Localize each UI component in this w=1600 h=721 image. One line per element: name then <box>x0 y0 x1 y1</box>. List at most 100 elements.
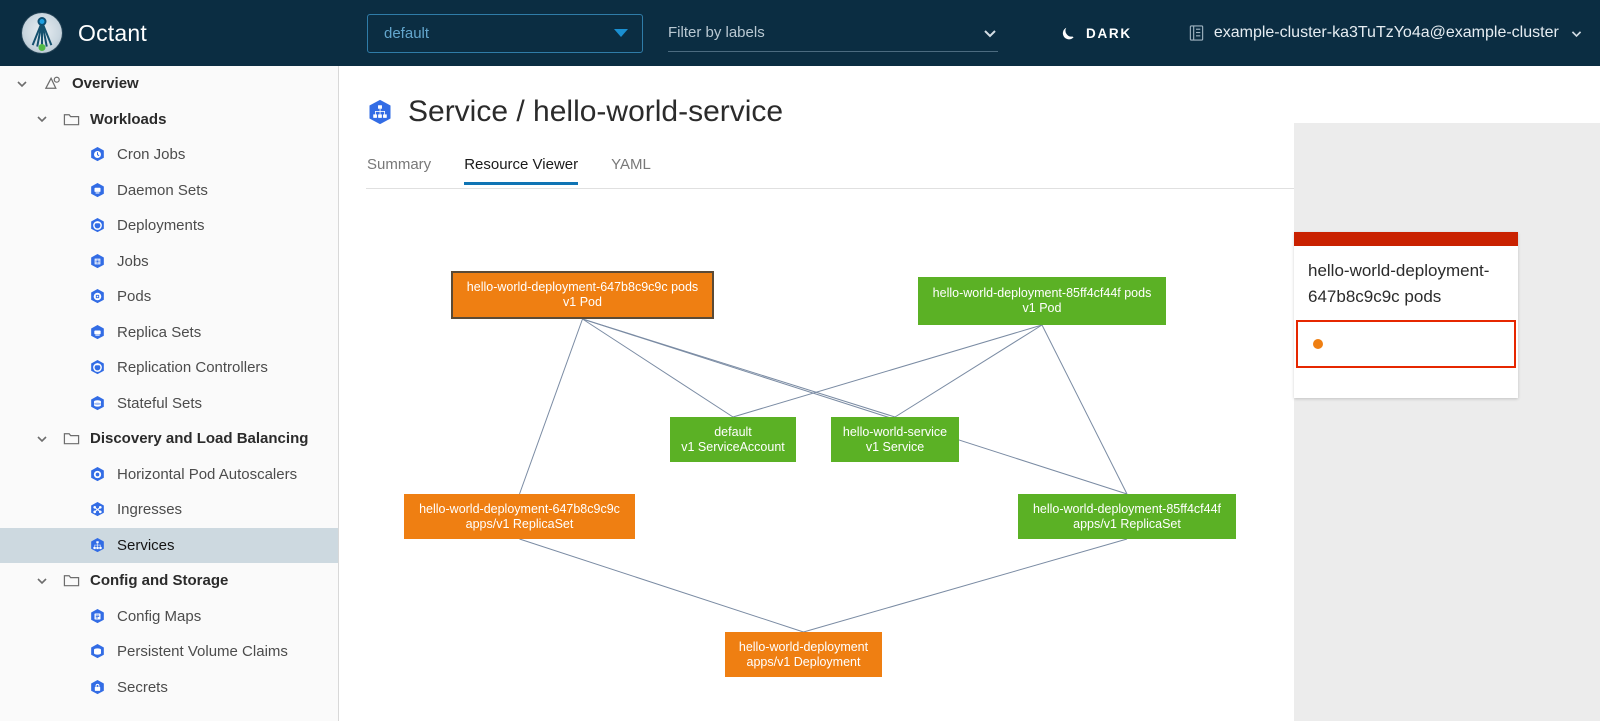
label-filter-placeholder: Filter by labels <box>668 24 765 41</box>
folder-icon <box>63 575 80 587</box>
graph-node-kind: v1 Pod <box>563 295 602 309</box>
sidebar-item-persistent-volume-claims[interactable]: Persistent Volume Claims <box>0 634 338 670</box>
k8s-pvc-icon <box>91 644 104 659</box>
sidebar-item-services[interactable]: Services <box>0 527 338 563</box>
sidebar-item-label: Workloads <box>90 110 167 128</box>
k8s-statefulset-icon <box>91 395 104 410</box>
k8s-job-icon <box>91 253 104 268</box>
k8s-secret-icon <box>91 679 104 694</box>
page-title: Service / hello-world-service <box>366 95 1600 129</box>
sidebar-item-daemon-sets[interactable]: Daemon Sets <box>0 173 338 209</box>
graph-node-kind: v1 ServiceAccount <box>681 439 785 454</box>
sidebar-item-config-maps[interactable]: Config Maps <box>0 599 338 635</box>
namespace-value: default <box>384 24 430 42</box>
tab-yaml[interactable]: YAML <box>611 156 651 173</box>
sidebar-item-ingresses[interactable]: Ingresses <box>0 492 338 528</box>
graph-edge <box>894 324 1043 418</box>
graph-edge <box>803 538 1128 633</box>
sidebar-item-deployments[interactable]: Deployments <box>0 208 338 244</box>
sidebar-item-horizontal-pod-autoscalers[interactable]: Horizontal Pod Autoscalers <box>0 457 338 493</box>
chevron-down-icon <box>984 29 996 37</box>
graph-node-kind: apps/v1 ReplicaSet <box>465 516 574 531</box>
k8s-service-icon <box>369 99 391 125</box>
folder-icon <box>63 113 80 126</box>
graph-edge <box>1041 324 1128 495</box>
graph-node-name: hello-world-deployment-647b8c9c9c pods <box>466 280 699 294</box>
card-status-section[interactable] <box>1296 320 1516 368</box>
sidebar-item-label: Ingresses <box>117 501 183 519</box>
sidebar-item-label: Config Maps <box>117 607 202 625</box>
sidebar-item-cron-jobs[interactable]: Cron Jobs <box>0 137 338 173</box>
moon-icon <box>1062 27 1074 39</box>
brand[interactable]: Octant <box>0 13 345 53</box>
content-divider <box>366 188 1541 189</box>
graph-node-kind: apps/v1 ReplicaSet <box>1073 516 1181 531</box>
k8s-cronjob-icon <box>91 147 104 162</box>
chevron-down-icon[interactable] <box>34 573 50 589</box>
folder-icon <box>63 433 80 445</box>
graph-node-name: hello-world-deployment-647b8c9c9c <box>419 501 620 516</box>
graph-node-name: hello-world-service <box>842 424 948 439</box>
namespace-select[interactable]: default <box>367 13 643 53</box>
tab-bar[interactable]: Summary Resource Viewer YAML <box>367 152 1600 185</box>
sidebar-item-pods[interactable]: Pods <box>0 279 338 315</box>
sidebar-item-label: Cron Jobs <box>117 146 186 164</box>
k8s-hpa-icon <box>91 466 104 481</box>
chevron-down-icon[interactable] <box>14 76 30 92</box>
k8s-replicaset-icon <box>91 324 104 339</box>
sidebar-item-label: Stateful Sets <box>117 394 203 412</box>
sidebar-item-label: Secrets <box>117 678 168 696</box>
cluster-name: example-cluster-ka3TuTzYo4a@example-clus… <box>1213 24 1559 41</box>
chevron-down-icon[interactable] <box>34 431 50 447</box>
octant-logo-icon <box>22 13 62 53</box>
graph-node-name: hello-world-deployment-85ff4cf44f pods <box>932 286 1152 300</box>
resource-detail-card[interactable]: hello-world-deployment-647b8c9c9c pods <box>1294 232 1518 398</box>
k8s-pod-icon <box>91 289 104 304</box>
theme-toggle-label: DARK <box>1086 25 1132 41</box>
sidebar-item-overview[interactable]: Overview <box>0 66 338 102</box>
sidebar-item-replica-sets[interactable]: Replica Sets <box>0 315 338 351</box>
theme-toggle-dark[interactable]: DARK <box>1060 25 1132 42</box>
cluster-select[interactable]: example-cluster-ka3TuTzYo4a@example-clus… <box>1188 24 1583 42</box>
graph-edge <box>732 324 1043 418</box>
sidebar-item-jobs[interactable]: Jobs <box>0 244 338 280</box>
detail-panel: hello-world-deployment-647b8c9c9c pods <box>1294 123 1600 721</box>
overview-icon <box>44 76 60 90</box>
chevron-down-icon[interactable] <box>34 111 50 127</box>
sidebar-item-secrets[interactable]: Secrets <box>0 670 338 706</box>
tab-resource-viewer[interactable]: Resource Viewer <box>464 156 579 185</box>
card-accent-bar <box>1294 232 1518 246</box>
graph-edges <box>519 318 1128 633</box>
sidebar-item-workloads[interactable]: Workloads <box>0 102 338 138</box>
sidebar-item-label: Replica Sets <box>117 323 202 341</box>
sidebar-item-label: Jobs <box>117 252 149 270</box>
k8s-configmap-icon <box>91 608 104 623</box>
sidebar-item-config-and-storage[interactable]: Config and Storage <box>0 563 338 599</box>
card-title: hello-world-deployment-647b8c9c9c pods <box>1308 261 1490 306</box>
tab-summary[interactable]: Summary <box>367 156 432 173</box>
chevron-down-icon <box>1571 30 1581 37</box>
sidebar-item-label: Daemon Sets <box>117 181 208 199</box>
sidebar-item-discovery-and-load-balancing[interactable]: Discovery and Load Balancing <box>0 421 338 457</box>
graph-node-name: hello-world-deployment <box>738 639 869 654</box>
sidebar-item-label: Discovery and Load Balancing <box>90 430 309 448</box>
sidebar-item-label: Replication Controllers <box>117 359 268 377</box>
sidebar-item-replication-controllers[interactable]: Replication Controllers <box>0 350 338 386</box>
k8s-daemonset-icon <box>91 182 104 197</box>
k8s-replicationcontroller-icon <box>91 360 104 375</box>
graph-edge <box>519 538 804 633</box>
sidebar-item-stateful-sets[interactable]: Stateful Sets <box>0 386 338 422</box>
graph-node-kind: v1 Service <box>865 439 925 454</box>
sidebar-item-label: Pods <box>117 288 152 306</box>
label-filter-input[interactable]: Filter by labels <box>668 14 998 52</box>
caret-down-icon <box>614 29 628 37</box>
